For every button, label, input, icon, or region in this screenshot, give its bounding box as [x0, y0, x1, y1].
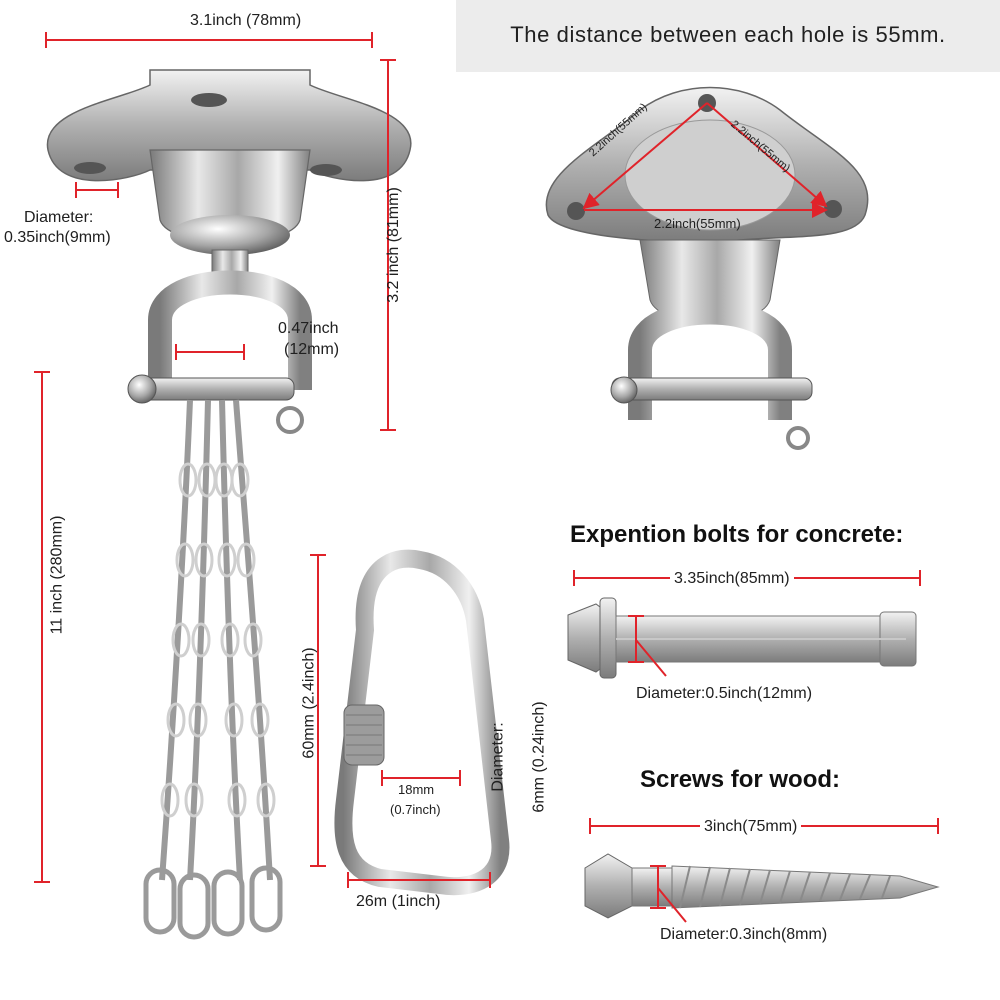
concrete-diameter-label: Diameter:0.5inch(12mm) — [636, 685, 813, 702]
chain-links — [160, 462, 276, 818]
wood-screw — [584, 853, 940, 919]
swivel-height-label: 3.2 inch (81mm) — [384, 187, 402, 303]
carabiner-height-label: 60mm (2.4inch) — [300, 647, 318, 759]
wood-length-label: 3inch(75mm) — [700, 817, 802, 836]
wood-diameter-label: Diameter:0.3inch(8mm) — [660, 926, 828, 943]
swivel-hanger-right — [545, 86, 869, 450]
chain-length-label: 11 inch (280mm) — [48, 515, 66, 635]
chains — [159, 399, 273, 881]
expansion-bolt — [567, 597, 917, 679]
carabiner-inner-line2: (0.7inch) — [390, 802, 441, 817]
banner-text: The distance between each hole is 55mm. — [510, 22, 946, 47]
concrete-length-label: 3.35inch(85mm) — [670, 569, 794, 588]
dimension-lines-carabiner — [310, 554, 491, 888]
hole-distance-bottom: 2.2inch(55mm) — [654, 216, 741, 231]
info-banner: The distance between each hole is 55mm. — [456, 0, 1000, 72]
carabiner-wire-line1: Diameter: — [489, 722, 507, 792]
carabiner-large — [334, 549, 510, 896]
carabiner-width-label: 26m (1inch) — [356, 893, 441, 910]
concrete-heading: Expention bolts for concrete: — [570, 521, 904, 548]
hole-triangle — [582, 102, 828, 218]
hole-diameter-value: 0.35inch(9mm) — [4, 229, 111, 246]
shackle-gap-line1: 0.47inch — [278, 320, 339, 337]
wood-heading: Screws for wood: — [640, 766, 841, 793]
hole-diameter-label: Diameter: — [24, 209, 94, 226]
small-carabiners — [143, 865, 283, 940]
carabiner-wire-line2: 6mm (0.24inch) — [530, 701, 548, 813]
swivel-hanger-left — [46, 69, 412, 434]
carabiner-inner-line1: 18mm — [398, 782, 435, 797]
shackle-gap-line2: (12mm) — [284, 341, 340, 358]
dimension-lines-left — [34, 32, 396, 883]
swivel-width-label: 3.1inch (78mm) — [190, 12, 302, 29]
